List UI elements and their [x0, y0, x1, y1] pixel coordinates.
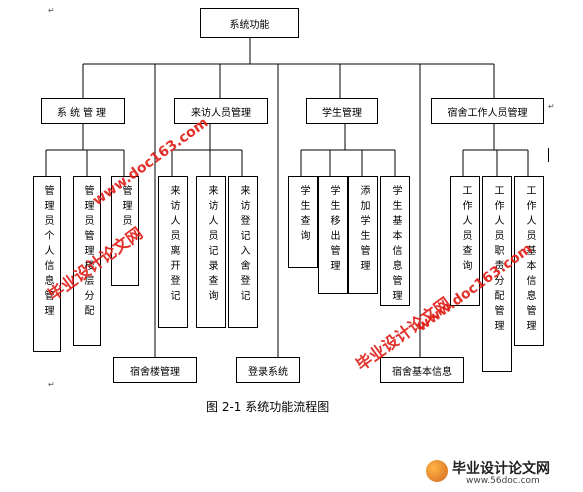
admin-info-mgmt-node: 管理员个人信息管理 [33, 176, 61, 352]
logo-text: 毕业设计论文网 [452, 461, 550, 477]
site-logo: 毕业设计论文网 www.56doc.com [426, 458, 576, 488]
student-query-node: 学生查询 [288, 176, 318, 268]
dorm-building-mgmt-node: 宿舍楼管理 [113, 357, 197, 383]
paragraph-mark: ↵ [48, 380, 55, 389]
visitor-mgmt-node: 来访人员管理 [174, 98, 268, 124]
system-mgmt-node: 系统管理 [41, 98, 125, 124]
dorm-info-node: 宿舍基本信息 [380, 357, 464, 383]
visitor-leave-node: 来访人员离开登记 [158, 176, 188, 328]
visitor-query-node: 来访人员记录查询 [196, 176, 226, 328]
staff-duty-label: 工作人员职责分配管理 [492, 185, 503, 335]
staff-duty-node: 工作人员职责分配管理 [482, 176, 512, 372]
admin-info-mgmt-label: 管理员个人信息管理 [42, 185, 53, 320]
paragraph-mark: ↵ [548, 102, 555, 111]
logo-url: www.56doc.com [466, 476, 540, 486]
staff-info-label: 工作人员基本信息管理 [524, 185, 535, 335]
dorm-staff-mgmt-node: 宿舍工作人员管理 [431, 98, 544, 124]
admin-node: 管理员 [111, 176, 139, 286]
student-remove-node: 学生移出管理 [318, 176, 348, 294]
admin-floor-assign-label: 管理员管理楼层分配 [82, 185, 93, 320]
student-info-node: 学生基本信息管理 [380, 176, 410, 306]
student-remove-label: 学生移出管理 [328, 185, 339, 275]
staff-info-node: 工作人员基本信息管理 [514, 176, 544, 346]
paragraph-mark: ↵ [48, 6, 55, 15]
student-add-label: 添加学生管理 [358, 185, 369, 275]
logo-icon [426, 460, 448, 482]
admin-floor-assign-node: 管理员管理楼层分配 [73, 176, 101, 346]
staff-query-label: 工作人员查询 [460, 185, 471, 275]
root-node: 系统功能 [200, 8, 299, 38]
student-mgmt-node: 学生管理 [306, 98, 378, 124]
visitor-query-label: 来访人员记录查询 [206, 185, 217, 305]
text-cursor [548, 148, 549, 162]
student-query-label: 学生查询 [298, 185, 309, 245]
student-add-node: 添加学生管理 [348, 176, 378, 294]
visitor-register-label: 来访登记入舍登记 [238, 185, 249, 305]
staff-query-node: 工作人员查询 [450, 176, 480, 306]
figure-caption: 图 2-1 系统功能流程图 [206, 400, 330, 414]
visitor-register-node: 来访登记入舍登记 [228, 176, 258, 328]
login-system-node: 登录系统 [236, 357, 300, 383]
admin-label: 管理员 [120, 185, 131, 230]
student-info-label: 学生基本信息管理 [390, 185, 401, 305]
visitor-leave-label: 来访人员离开登记 [168, 185, 179, 305]
